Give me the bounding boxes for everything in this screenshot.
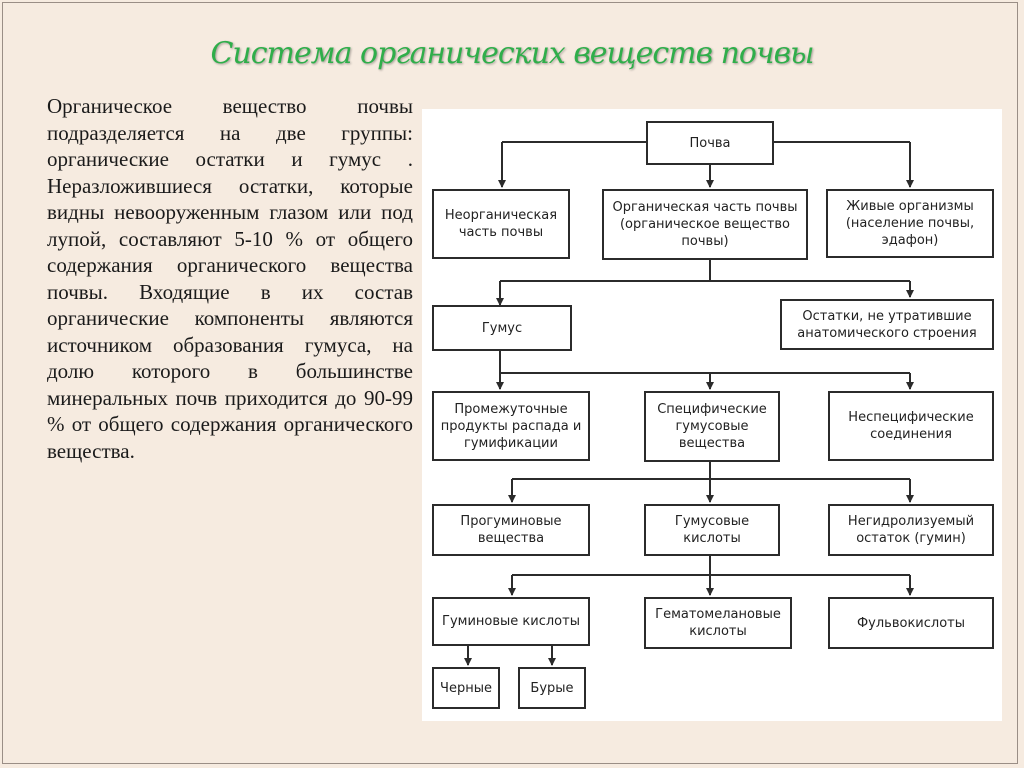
box-nonspecific: Неспецифические соединения (828, 391, 994, 461)
box-organic-part: Органическая часть почвы (органическое в… (602, 189, 808, 260)
box-nonhydrolyzable: Негидролизуемый остаток (гумин) (828, 504, 994, 556)
box-specific-humus: Специфические гумусовые вещества (644, 391, 780, 462)
box-fulvic-acids: Фульвокислоты (828, 597, 994, 649)
body-paragraph: Органическое вещество почвы подразделяет… (47, 94, 413, 463)
box-intermediate-products: Промежуточные продукты распада и гумифик… (432, 391, 590, 461)
box-hymatomelanic-acids: Гематомелановые кислоты (644, 597, 792, 649)
soil-organic-matter-diagram: Почва Неорганическая часть почвы Органич… (422, 109, 1002, 721)
slide-title: Система органических веществ почвы (210, 36, 814, 71)
box-brown: Бурые (518, 667, 586, 709)
body-text: Органическое вещество почвы подразделяет… (47, 93, 413, 464)
box-humus: Гумус (432, 305, 572, 351)
box-humus-acids: Гумусовые кислоты (644, 504, 780, 556)
box-prohumic: Прогуминовые вещества (432, 504, 590, 556)
box-humic-acids: Гуминовые кислоты (432, 597, 590, 646)
box-soil: Почва (646, 121, 774, 165)
box-residues: Остатки, не утратившие анатомического ст… (780, 299, 994, 350)
box-inorganic-part: Неорганическая часть почвы (432, 189, 570, 259)
box-black: Черные (432, 667, 500, 709)
diagram-connectors (464, 141, 914, 666)
box-living-organisms: Живые организмы (население почвы, эдафон… (826, 189, 994, 258)
